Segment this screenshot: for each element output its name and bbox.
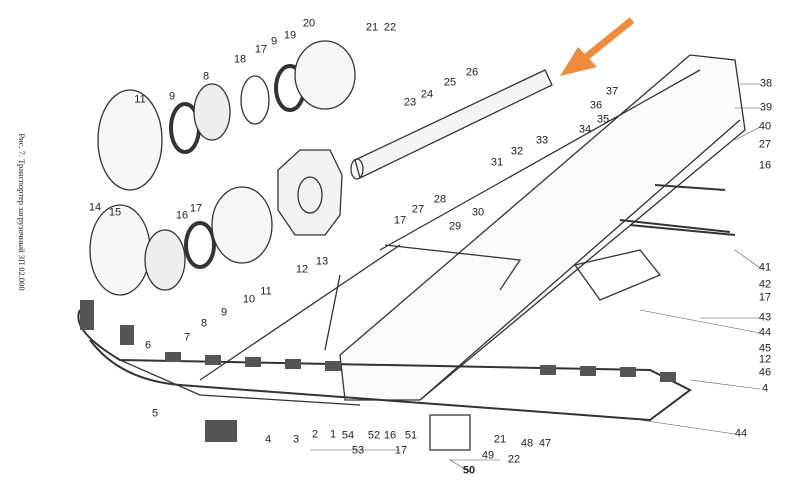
part-label: 23 xyxy=(403,96,417,109)
part-label: 36 xyxy=(589,99,603,112)
part-label: 8 xyxy=(200,317,208,330)
part-label: 34 xyxy=(578,123,592,136)
part-label: 53 xyxy=(351,444,365,457)
part-label: 5 xyxy=(151,407,159,420)
part-label: 6 xyxy=(144,339,152,352)
part-label: 9 xyxy=(270,35,278,48)
part-label: 19 xyxy=(283,29,297,42)
scrapers xyxy=(80,300,676,442)
part-label: 17 xyxy=(394,444,408,457)
bearing-housing xyxy=(97,89,163,191)
part-label: 22 xyxy=(383,21,397,34)
part-label: 3 xyxy=(292,433,300,446)
part-label: 29 xyxy=(448,220,462,233)
part-label: 25 xyxy=(443,76,457,89)
part-label: 11 xyxy=(134,93,146,106)
part-label: 42 xyxy=(758,278,772,291)
part-label: 24 xyxy=(420,88,434,101)
part-label: 21 xyxy=(493,433,507,446)
part-label: 17 xyxy=(254,43,268,56)
part-label: 13 xyxy=(315,255,329,268)
part-label: 16 xyxy=(758,159,772,172)
part-label: 20 xyxy=(302,17,316,30)
part-label: 17 xyxy=(758,291,772,304)
part-label: 28 xyxy=(433,193,447,206)
part-label: 2 xyxy=(311,428,319,441)
part-label: 33 xyxy=(535,134,549,147)
part-label: 31 xyxy=(490,156,504,169)
shaft xyxy=(354,69,553,179)
part-label: 14 xyxy=(88,201,102,214)
part-label: 30 xyxy=(471,206,485,219)
part-label: 44 xyxy=(758,326,772,339)
part-label: 10 xyxy=(242,293,256,306)
part-label: 21 xyxy=(365,21,379,34)
part-label: 48 xyxy=(520,437,534,450)
part-label: 47 xyxy=(538,437,552,450)
part-label: 15 xyxy=(108,206,122,219)
part-label: 27 xyxy=(758,138,772,151)
part-label: 37 xyxy=(605,85,619,98)
part-label: 54 xyxy=(341,429,355,442)
part-label: 22 xyxy=(507,453,521,466)
part-label: 1 xyxy=(329,428,337,441)
part-label: 8 xyxy=(202,70,210,83)
conveyor-frame xyxy=(339,54,746,401)
part-label: 18 xyxy=(233,53,247,66)
part-label: 40 xyxy=(758,120,772,133)
part-label: 16 xyxy=(175,209,189,222)
part-label: 12 xyxy=(758,353,772,366)
pointer-arrow xyxy=(582,17,635,61)
part-label: 50 xyxy=(462,464,476,477)
part-label: 9 xyxy=(168,90,176,103)
part-label: 43 xyxy=(758,311,772,324)
figure-caption: Рис. 7. Транспортер загрузочный ЗП 02.00… xyxy=(17,133,27,291)
part-label: 45 xyxy=(758,342,772,355)
sprocket xyxy=(277,149,343,236)
part-label: 9 xyxy=(220,306,228,319)
part-label: 52 xyxy=(367,429,381,442)
part-label: 49 xyxy=(481,449,495,462)
part-label: 41 xyxy=(758,261,772,274)
part-label: 46 xyxy=(758,366,772,379)
part-label: 51 xyxy=(404,429,418,442)
part-label: 4 xyxy=(761,382,769,395)
part-label: 17 xyxy=(393,214,407,227)
part-label: 38 xyxy=(759,77,773,90)
part-label: 12 xyxy=(295,263,309,276)
part-label: 26 xyxy=(465,66,479,79)
part-label: 4 xyxy=(264,433,272,446)
part-label: 16 xyxy=(383,429,397,442)
part-label: 11 xyxy=(260,285,272,298)
part-label: 44 xyxy=(734,427,748,440)
part-label: 32 xyxy=(510,145,524,158)
part-label: 17 xyxy=(189,202,203,215)
part-label: 35 xyxy=(596,113,610,126)
part-label: 7 xyxy=(183,331,191,344)
part-label: 27 xyxy=(411,203,425,216)
part-label: 39 xyxy=(759,101,773,114)
